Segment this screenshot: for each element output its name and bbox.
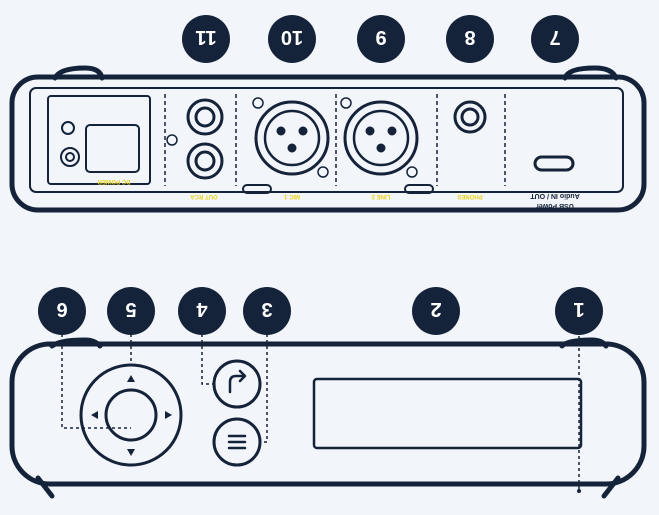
leader-6 [61,322,131,429]
callout-number: 6 [56,298,67,320]
callout-badge-circle [107,287,155,335]
rear-foot-right [562,65,619,81]
rear-body-outline [9,74,647,213]
callout-number: 2 [430,298,441,320]
dc-power-block [47,95,151,185]
callout-badge-circle [38,287,86,335]
headphone-jack[interactable] [453,94,506,186]
dc-power-jack[interactable] [85,124,140,173]
xlr1-label: MIC 1 [283,193,300,199]
callout-7: 7 [531,15,579,63]
triangle-right-icon[interactable] [165,411,172,419]
callout-number: 3 [261,298,272,320]
nav-arrows [91,375,172,456]
callout-badge-circle [268,15,316,63]
xlr2-label: LINE 2 [371,193,390,199]
usb-label-line2: Audio IN / OUT [530,192,580,199]
callout-1: 1 [555,287,603,335]
menu-button[interactable] [212,417,262,467]
callout-badges: 11 10 9 8 7 6 5 4 3 2 1 [38,15,603,335]
triangle-down-icon[interactable] [127,449,135,456]
callout-badge-circle [243,287,291,335]
power-led [61,121,75,135]
callout-badge-circle [412,287,460,335]
xlr-input-2[interactable] [340,94,438,194]
front-body-outline [9,341,647,487]
front-bottom-foot-left [35,475,55,499]
callout-number: 8 [464,26,475,48]
leader-1-dot [577,489,581,493]
callout-9: 9 [357,15,405,63]
callout-3: 3 [243,287,291,335]
front-bottom-foot-right [601,475,621,499]
callout-number: 5 [125,298,136,320]
callout-5: 5 [107,287,155,335]
callout-number: 4 [196,298,208,320]
return-arrow-icon [228,369,247,394]
callout-number: 1 [573,298,584,320]
callout-11: 11 [182,15,230,63]
callout-number: 10 [281,26,303,48]
usb-label-line1: USB Power [536,202,574,209]
rca-jack-bottom[interactable] [186,142,224,180]
triangle-left-icon[interactable] [91,411,98,419]
display-screen [312,377,583,450]
rca-output-label: OUT RCA [190,193,218,199]
power-button[interactable] [60,147,80,167]
phones-label: PHONES [457,193,482,199]
rear-foot-left [52,65,105,81]
rca-jack-top[interactable] [186,98,224,136]
callout-10: 10 [268,15,316,63]
leader-4 [201,322,214,385]
callout-2: 2 [412,287,460,335]
nav-center-button[interactable] [104,388,158,442]
callout-badge-circle [182,15,230,63]
callout-6: 6 [38,287,86,335]
triangle-up-icon[interactable] [127,375,135,382]
usb-c-port[interactable] [533,155,575,172]
rca-output-block [164,94,237,186]
xlr2-switch[interactable] [404,184,434,194]
xlr-input-1[interactable] [242,94,337,194]
callout-4: 4 [178,287,226,335]
dc-power-label: DC POWER [97,178,131,184]
front-panel [9,337,647,499]
callout-badge-circle [357,15,405,63]
callout-8: 8 [446,15,494,63]
rear-inner-panel [29,87,624,193]
back-button[interactable] [212,359,262,409]
xlr1-switch[interactable] [242,184,272,194]
callout-badge-circle [178,287,226,335]
callout-number: 9 [375,26,386,48]
rear-panel [9,65,647,213]
rear-panel-labels: USB Power Audio IN / OUT DC POWER OUT RC… [97,178,580,209]
callout-number: 11 [195,26,216,48]
menu-lines-icon [227,434,247,450]
leader-3 [262,322,268,443]
callout-badge-circle [555,287,603,335]
callout-badge-circle [531,15,579,63]
callout-number: 7 [549,26,560,48]
callout-badge-circle [446,15,494,63]
